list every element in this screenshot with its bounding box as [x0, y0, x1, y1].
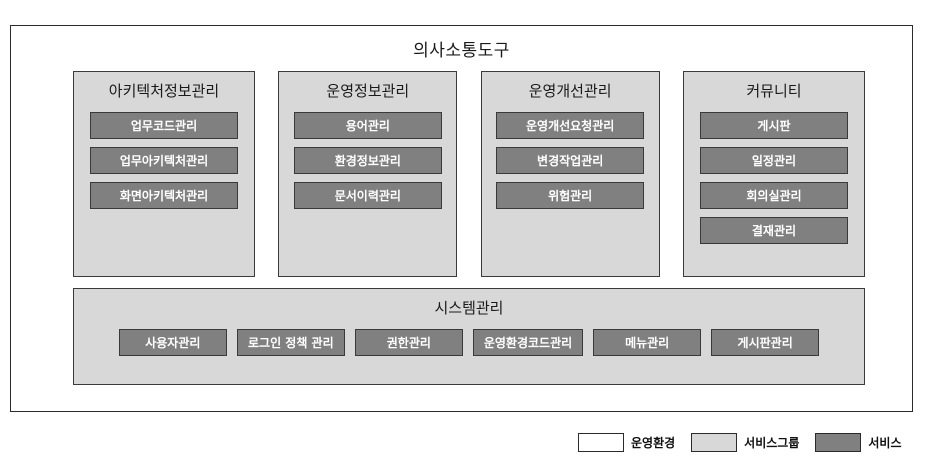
service-business-architecture-mgmt[interactable]: 업무아키텍처관리	[90, 147, 238, 174]
service-group-title: 아키텍처정보관리	[108, 82, 220, 100]
operating-environment-frame: 의사소통도구 아키텍처정보관리 업무코드관리 업무아키텍처관리 화면아키텍처관리…	[10, 25, 913, 412]
service-list: 사용자관리 로그인 정책 관리 권한관리 운영환경코드관리 메뉴관리 게시판관리	[118, 329, 820, 356]
service-list: 게시판 일정관리 회의실관리 결재관리	[684, 112, 864, 244]
service-menu-mgmt[interactable]: 메뉴관리	[593, 329, 702, 356]
service-screen-architecture-mgmt[interactable]: 화면아키텍처관리	[90, 182, 238, 209]
service-change-task-mgmt[interactable]: 변경작업관리	[496, 147, 645, 174]
service-login-policy-mgmt[interactable]: 로그인 정책 관리	[236, 329, 345, 356]
legend-label: 운영환경	[631, 435, 676, 450]
service-risk-mgmt[interactable]: 위험관리	[496, 182, 645, 209]
service-authority-mgmt[interactable]: 권한관리	[354, 329, 463, 356]
service-user-mgmt[interactable]: 사용자관리	[118, 329, 227, 356]
service-group-title: 시스템관리	[434, 299, 504, 317]
service-operation-env-code-mgmt[interactable]: 운영환경코드관리	[472, 329, 584, 356]
service-board-mgmt[interactable]: 게시판관리	[711, 329, 820, 356]
service-business-code-mgmt[interactable]: 업무코드관리	[90, 112, 238, 139]
service-group-title: 커뮤니티	[746, 82, 802, 100]
service-group-operation-info: 운영정보관리 용어관리 환경정보관리 문서이력관리	[278, 71, 458, 277]
service-improvement-request-mgmt[interactable]: 운영개선요청관리	[496, 112, 645, 139]
service-list: 운영개선요청관리 변경작업관리 위험관리	[482, 112, 659, 209]
service-approval-mgmt[interactable]: 결재관리	[699, 217, 848, 244]
legend-swatch-operating-environment	[578, 433, 624, 452]
service-list: 용어관리 환경정보관리 문서이력관리	[279, 112, 456, 209]
diagram-title: 의사소통도구	[413, 41, 510, 61]
legend: 운영환경 서비스그룹 서비스	[578, 433, 902, 452]
service-meeting-room-mgmt[interactable]: 회의실관리	[699, 182, 848, 209]
service-group-community: 커뮤니티 게시판 일정관리 회의실관리 결재관리	[682, 71, 865, 277]
legend-item-operating-environment: 운영환경	[578, 433, 675, 452]
legend-swatch-service	[815, 433, 862, 452]
legend-item-service-group: 서비스그룹	[691, 433, 799, 452]
service-terminology-mgmt[interactable]: 용어관리	[293, 112, 442, 139]
service-group-architecture-info: 아키텍처정보관리 업무코드관리 업무아키텍처관리 화면아키텍처관리	[73, 71, 255, 277]
service-group-operation-improvement: 운영개선관리 운영개선요청관리 변경작업관리 위험관리	[480, 71, 660, 277]
service-bulletin-board[interactable]: 게시판	[699, 112, 848, 139]
legend-label: 서비스그룹	[744, 435, 800, 450]
service-group-row: 아키텍처정보관리 업무코드관리 업무아키텍처관리 화면아키텍처관리 운영정보관리…	[73, 71, 865, 277]
service-environment-info-mgmt[interactable]: 환경정보관리	[293, 147, 442, 174]
service-group-title: 운영정보관리	[326, 82, 410, 100]
legend-swatch-service-group	[691, 433, 738, 452]
legend-label: 서비스	[868, 435, 902, 450]
legend-item-service: 서비스	[815, 433, 902, 452]
service-list: 업무코드관리 업무아키텍처관리 화면아키텍처관리	[74, 112, 254, 209]
service-group-title: 운영개선관리	[528, 82, 612, 100]
service-group-system-management: 시스템관리 사용자관리 로그인 정책 관리 권한관리 운영환경코드관리 메뉴관리…	[73, 288, 865, 385]
service-schedule-mgmt[interactable]: 일정관리	[699, 147, 848, 174]
service-document-history-mgmt[interactable]: 문서이력관리	[293, 182, 442, 209]
